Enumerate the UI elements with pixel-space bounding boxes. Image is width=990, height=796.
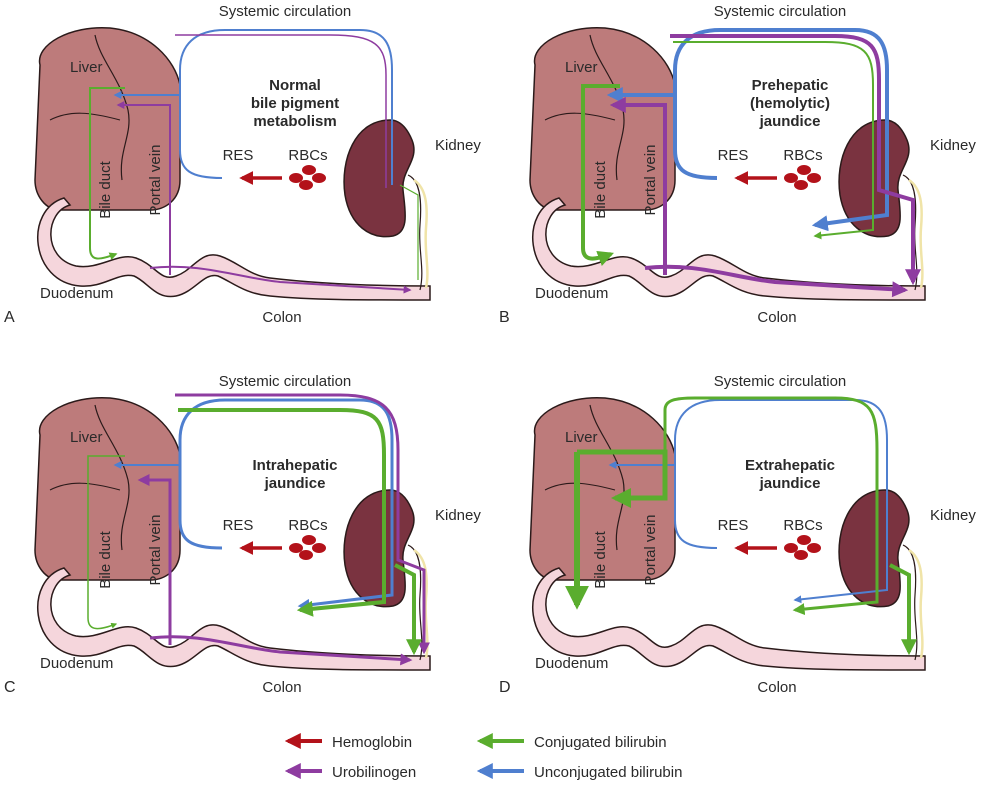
label-colon-d: Colon <box>757 679 796 696</box>
panel-a <box>35 28 430 300</box>
panel-c <box>35 393 430 670</box>
label-duodenum-d: Duodenum <box>535 655 608 672</box>
urobilinogen-flow-b <box>609 97 667 275</box>
panel-b <box>530 28 925 300</box>
panel-title-line-a-3: metabolism <box>253 113 336 130</box>
label-portal-vein-b: Portal vein <box>642 145 659 216</box>
urobilinogen-flow-a <box>116 101 171 275</box>
label-rbcs-c: RBCs <box>288 517 327 534</box>
label-res-b: RES <box>718 147 749 164</box>
panel-letter-d: D <box>499 679 511 696</box>
label-liver-a: Liver <box>70 59 103 76</box>
unconjugated-flow-c <box>178 398 394 611</box>
label-systemic-d: Systemic circulation <box>714 373 847 390</box>
label-kidney-c: Kidney <box>435 507 481 524</box>
label-colon-c: Colon <box>262 679 301 696</box>
conjugated-flow-d <box>663 396 879 616</box>
conjugated-flow-a <box>89 87 125 260</box>
unconjugated-flow-d <box>674 399 888 604</box>
legend: Hemoglobin Conjugated bilirubin Urobilin… <box>284 733 682 781</box>
label-duodenum-a: Duodenum <box>40 285 113 302</box>
label-systemic-b: Systemic circulation <box>714 3 847 20</box>
label-kidney-d: Kidney <box>930 507 976 524</box>
label-liver-d: Liver <box>565 429 598 446</box>
panel-title-line-c-2: jaundice <box>264 475 326 492</box>
panel-letter-c: C <box>4 679 16 696</box>
label-portal-vein-d: Portal vein <box>642 515 659 586</box>
panel-title-line-a-2: bile pigment <box>251 95 339 112</box>
legend-unconjugated-label: Unconjugated bilirubin <box>534 764 682 781</box>
panel-title-line-d-1: Extrahepatic <box>745 457 835 474</box>
legend-conjugated-label: Conjugated bilirubin <box>534 734 667 751</box>
panel-title-line-b-2: (hemolytic) <box>750 95 830 112</box>
panel-letter-a: A <box>4 309 15 326</box>
label-res-a: RES <box>223 147 254 164</box>
label-res-d: RES <box>718 517 749 534</box>
panel-d <box>530 398 925 670</box>
label-colon-b: Colon <box>757 309 796 326</box>
conjugated-flow-c <box>87 455 125 630</box>
label-duodenum-b: Duodenum <box>535 285 608 302</box>
panel-letter-b: B <box>499 309 510 326</box>
urobilinogen-flow-c <box>137 474 172 645</box>
legend-hemoglobin-label: Hemoglobin <box>332 734 412 751</box>
panel-title-line-b-3: jaundice <box>759 113 821 130</box>
label-rbcs-d: RBCs <box>783 517 822 534</box>
label-systemic-c: Systemic circulation <box>219 373 352 390</box>
label-rbcs-b: RBCs <box>783 147 822 164</box>
label-rbcs-a: RBCs <box>288 147 327 164</box>
label-kidney-b: Kidney <box>930 137 976 154</box>
panel-title-line-b-1: Prehepatic <box>752 77 829 94</box>
label-bile-duct-a: Bile duct <box>97 160 114 218</box>
panel-title-line-d-2: jaundice <box>759 475 821 492</box>
label-bile-duct-c: Bile duct <box>97 530 114 588</box>
unconjugated-flow-a <box>179 29 393 185</box>
panel-title-line-a-1: Normal <box>269 77 321 94</box>
panel-title-line-c-1: Intrahepatic <box>252 457 337 474</box>
label-res-c: RES <box>223 517 254 534</box>
label-kidney-a: Kidney <box>435 137 481 154</box>
label-liver-b: Liver <box>565 59 598 76</box>
label-bile-duct-d: Bile duct <box>592 530 609 588</box>
label-portal-vein-a: Portal vein <box>147 145 164 216</box>
legend-urobilinogen-label: Urobilinogen <box>332 764 416 781</box>
label-portal-vein-c: Portal vein <box>147 515 164 586</box>
label-colon-a: Colon <box>262 309 301 326</box>
label-bile-duct-b: Bile duct <box>592 160 609 218</box>
label-liver-c: Liver <box>70 429 103 446</box>
label-systemic-a: Systemic circulation <box>219 3 352 20</box>
label-duodenum-c: Duodenum <box>40 655 113 672</box>
conjugated-flow-b <box>581 84 620 266</box>
